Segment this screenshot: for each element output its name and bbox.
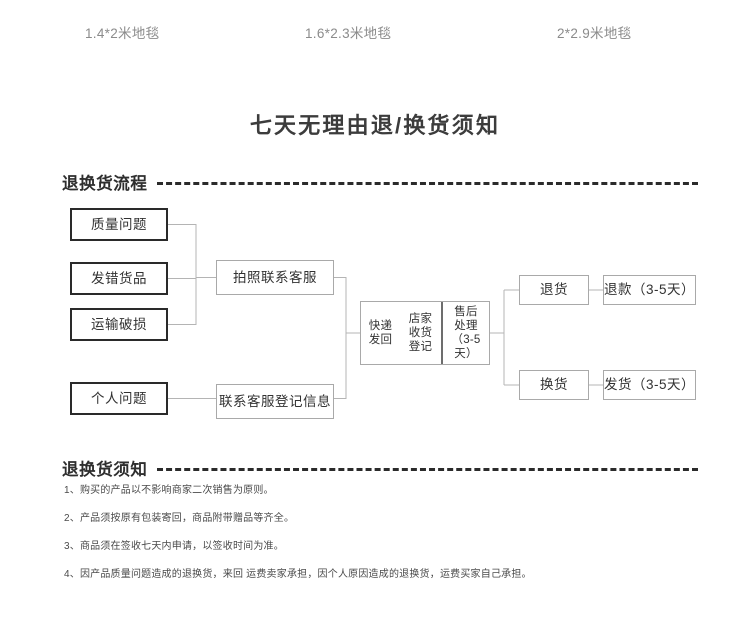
flow-node-cause-wrong-item[interactable]: 发错货品 xyxy=(70,262,168,295)
flow-node-outcome-return[interactable]: 退货 xyxy=(519,275,589,305)
flow-node-contact-support-register[interactable]: 联系客服登记信息 xyxy=(216,384,334,419)
flow-node-outcome-exchange[interactable]: 换货 xyxy=(519,370,589,400)
dashed-rule-flow xyxy=(156,181,698,185)
flow-node-cause-quality[interactable]: 质量问题 xyxy=(70,208,168,241)
notice-item: 4、因产品质量问题造成的退换货，来回 运费卖家承担，因个人原因造成的退换货，运费… xyxy=(64,569,532,580)
flow-node-result-refund[interactable]: 退款（3-5天） xyxy=(603,275,696,305)
flow-node-result-reship[interactable]: 发货（3-5天） xyxy=(603,370,696,400)
flow-node-composite-process[interactable]: 快递 发回 店家 收货 登记 售后 处理 （3-5天） xyxy=(360,301,490,365)
flow-node-cause-personal[interactable]: 个人问题 xyxy=(70,382,168,415)
notice-item: 1、购买的产品以不影响商家二次销售为原则。 xyxy=(64,485,274,496)
flow-node-photo-contact-support[interactable]: 拍照联系客服 xyxy=(216,260,334,295)
notice-item: 2、产品须按原有包装寄回，商品附带赠品等齐全。 xyxy=(64,513,295,524)
composite-cell-seller-receive-register: 店家 收货 登记 xyxy=(408,312,433,353)
composite-cell-aftersales-process: 售后 处理 （3-5天） xyxy=(441,302,489,364)
product-size-label-0: 1.4*2米地毯 xyxy=(85,26,160,41)
page-title: 七天无理由退/换货须知 xyxy=(249,113,501,138)
notice-list: 1、购买的产品以不影响商家二次销售为原则。 2、产品须按原有包装寄回，商品附带赠… xyxy=(64,486,724,598)
section-heading-notice-label: 退换货须知 xyxy=(62,461,148,479)
section-heading-flow: 退换货流程 xyxy=(62,170,698,194)
section-heading-flow-label: 退换货流程 xyxy=(62,175,148,193)
product-size-label-1: 1.6*2.3米地毯 xyxy=(305,26,392,41)
notice-item: 3、商品须在签收七天内申请，以签收时间为准。 xyxy=(64,541,284,552)
composite-cell-ship-back: 快递 发回 xyxy=(368,319,393,346)
product-size-label-row: 1.4*2米地毯 1.6*2.3米地毯 2*2.9米地毯 xyxy=(0,22,750,46)
section-heading-notice: 退换货须知 xyxy=(62,456,698,480)
product-size-label-2: 2*2.9米地毯 xyxy=(557,26,632,41)
dashed-rule-notice xyxy=(156,467,698,471)
flow-node-cause-transit-damage[interactable]: 运输破损 xyxy=(70,308,168,341)
